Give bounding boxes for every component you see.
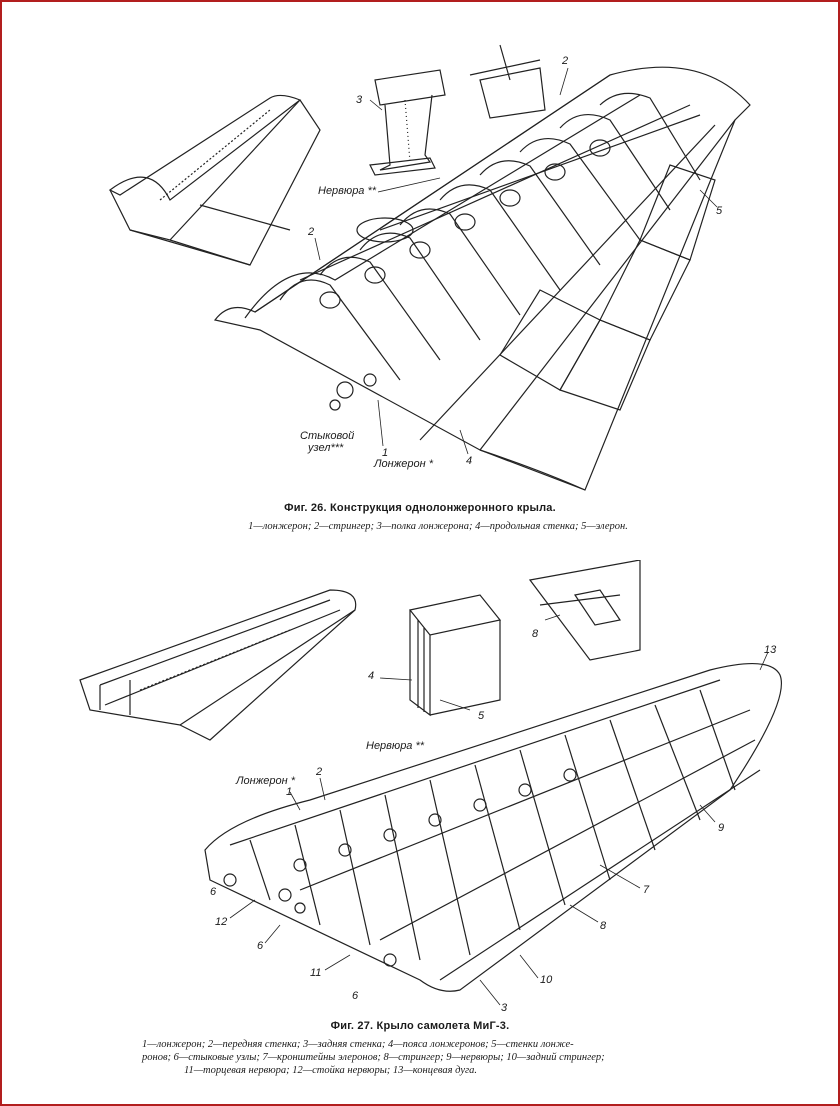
fig27-label-1: 1 [286,786,293,798]
figure-27-drawing [79,560,782,1006]
main-wing-27 [204,662,782,992]
fig27-label-9: 9 [718,822,725,834]
schematic-wing-27 [79,589,357,741]
fig26-label-rib: Нервюра ** [318,185,377,197]
figure-26-drawing [108,44,751,491]
fig27-legend-line2: ронов; 6—стыковые узлы; 7—кронштейны эле… [142,1052,605,1063]
fig27-legend: 1—лонжерон; 2—передняя стенка; 3—задняя … [142,1038,742,1077]
fig26-label-2-left: 2 [308,226,315,238]
fig26-caption: Фиг. 26. Конструкция однолонжеронного кр… [284,502,556,514]
fig27-caption: Фиг. 27. Крыло самолета МиГ-3. [330,1020,510,1032]
fig27-label-12: 12 [215,916,228,928]
figure-27: 13 4 5 8 Нервюра ** Лонжерон * 2 1 9 7 8… [0,560,840,1100]
fig27-legend-line3: 11—торцевая нервюра; 12—стойка нервюры; … [184,1065,477,1076]
fig27-label-11: 11 [310,967,322,979]
fig26-label-joint-line1: Стыковой [300,430,355,442]
fig27-label-spar: Лонжерон * [236,775,296,787]
fig27-legend-line1: 1—лонжерон; 2—передняя стенка; 3—задняя … [142,1039,574,1050]
fig26-label-2-top: 2 [562,55,569,67]
fig26-label-4: 4 [466,455,473,467]
fig26-label-spar: Лонжерон * [374,458,434,470]
fig27-label-6-bottom: 6 [352,990,359,1002]
fig27-label-10: 10 [540,974,553,986]
fig27-label-8-bottom: 8 [600,920,607,932]
fig27-label-2: 2 [316,766,323,778]
fig26-legend: 1—лонжерон; 2—стрингер; 3—полка лонжерон… [248,521,628,532]
fig27-label-5: 5 [478,710,485,722]
schematic-wing-26 [108,94,321,266]
ibeam-detail [369,69,446,176]
fig27-label-13: 13 [764,644,777,656]
fig27-label-3: 3 [501,1002,508,1014]
figure-26: 2 3 Нервюра ** 2 5 Стыковой узел*** 1 Ло… [0,0,840,540]
fig26-label-3: 3 [356,94,363,106]
fig27-label-6-left: 6 [210,886,217,898]
fig27-label-rib: Нервюра ** [366,740,425,752]
tube-detail [469,44,546,119]
stringer-detail [528,560,641,661]
spar-block-detail [408,594,502,717]
fig26-label-5: 5 [716,205,723,217]
fig26-label-joint-line2: узел*** [308,442,344,454]
main-wing-26 [213,66,751,491]
fig27-label-6-mid: 6 [257,940,264,952]
fig27-label-4: 4 [368,670,375,682]
fig27-label-8-top: 8 [532,628,539,640]
fig26-label-1: 1 [382,447,389,459]
fig27-label-7: 7 [643,884,650,896]
